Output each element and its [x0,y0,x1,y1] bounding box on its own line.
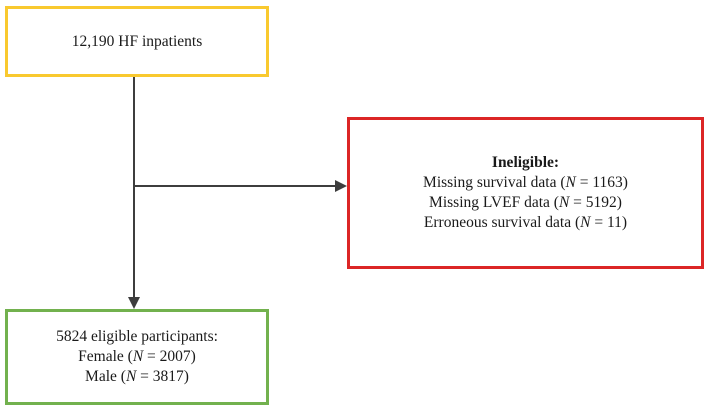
exclusion-heading: Ineligible: [491,153,560,171]
reason-n-symbol: N [558,194,570,211]
group-n-symbol: N [132,347,144,365]
reason-text-after: = 11) [590,214,628,232]
arrow-right-icon [335,180,347,192]
reason-text-after: = 1163) [575,173,628,191]
connector-vertical-line [133,77,135,301]
group-text-after: = 3817) [136,368,189,386]
eligible-box: 5824 eligible participants: Female (N = … [5,309,269,405]
eligible-group-female: Female (N = 2007) [78,347,196,367]
eligible-heading: 5824 eligible participants: [56,327,218,345]
exclusion-reason-erroneous-survival: Erroneous survival data (N = 11) [424,213,627,233]
group-text-before: Male ( [85,368,126,386]
reason-text-before: Missing LVEF data ( [429,194,559,211]
exclusion-reason-missing-lvef: Missing LVEF data (N = 5192) [429,193,622,213]
reason-text-before: Missing survival data ( [423,173,566,191]
cohort-label: 12,190 HF inpatients [71,32,203,50]
reason-text-before: Erroneous survival data ( [423,214,581,232]
group-text-after: = 2007) [143,347,196,365]
reason-n-symbol: N [565,173,576,191]
group-text-before: Female ( [78,347,133,365]
exclusion-box: Ineligible: Missing survival data (N = 1… [347,117,704,269]
exclusion-reason-missing-survival: Missing survival data (N = 1163) [423,173,628,193]
reason-text-after: = 5192) [569,194,622,211]
connector-horizontal-line [134,185,339,187]
arrow-down-icon [128,297,140,309]
eligible-group-male: Male (N = 3817) [85,367,189,387]
group-n-symbol: N [125,368,137,386]
reason-n-symbol: N [580,214,591,232]
cohort-box: 12,190 HF inpatients [5,6,269,77]
